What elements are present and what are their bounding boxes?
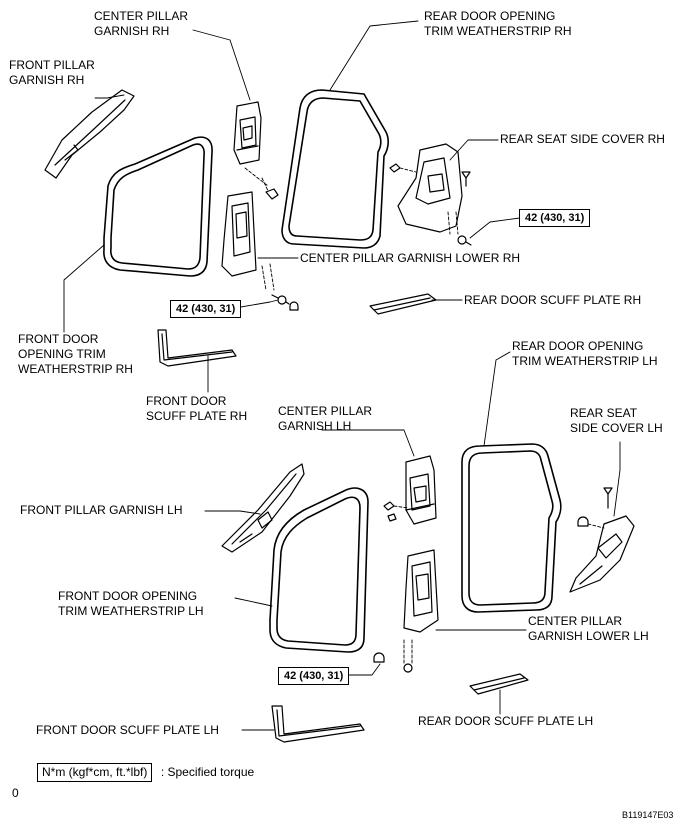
screw-icon [461,171,471,187]
label-front-door-weatherstrip-lh: FRONT DOOR OPENING TRIM WEATHERSTRIP LH [58,589,204,618]
label-front-pillar-garnish-lh: FRONT PILLAR GARNISH LH [20,503,183,517]
front-pillar-garnish-lh-part [221,463,305,553]
front-door-weatherstrip-lh-part [269,487,369,653]
label-rear-door-scuff-rh: REAR DOOR SCUFF PLATE RH [464,293,642,307]
center-pillar-garnish-lh-part [405,455,437,525]
label-rear-door-scuff-lh: REAR DOOR SCUFF PLATE LH [418,714,594,728]
label-front-pillar-garnish-rh: FRONT PILLAR GARNISH RH [9,58,95,87]
label-center-pillar-lower-lh: CENTER PILLAR GARNISH LOWER LH [528,614,649,643]
leader-center-pillar-garnish-lh [321,429,415,457]
bolt-icon [403,663,413,673]
leader-torque-rh-2 [469,217,521,239]
torque-box-lh-center-pillar: 42 (430, 31) [278,667,350,685]
leader-front-door-weatherstrip-lh [234,597,273,607]
leader-rear-seat-side-cover-rh [449,139,499,161]
torque-box-rh-center-pillar: 42 (430, 31) [170,300,242,318]
legend: N*m (kgf*cm, ft.*lbf) : Specified torque [37,763,254,782]
label-rear-door-weatherstrip-lh: REAR DOOR OPENING TRIM WEATHERSTRIP LH [512,339,658,368]
clip-icon [387,513,397,522]
leader-torque-rh-1 [234,299,279,309]
leader-torque-lh [341,663,381,676]
bolt-icon [457,235,472,246]
clip-icon [373,652,385,663]
label-center-pillar-garnish-rh: CENTER PILLAR GARNISH RH [94,9,189,38]
leader-rear-door-weatherstrip-lh [483,351,511,447]
dash-side-cover-rh [447,211,459,235]
front-pillar-garnish-rh-part [44,89,135,179]
label-rear-seat-side-cover-lh: REAR SEAT SIDE COVER LH [570,406,663,435]
dash-lower-rh [261,263,275,291]
center-pillar-lower-rh-part [221,191,257,277]
legend-text: : Specified torque [160,765,255,779]
bottom-left-mark: 0 [12,786,19,800]
clip-icon [577,516,589,527]
front-door-scuff-lh-part [271,705,365,743]
screw-icon [603,487,613,509]
rear-door-scuff-rh-part [369,293,437,315]
rear-seat-side-cover-rh-part [397,143,463,233]
front-door-weatherstrip-rh-part [103,136,213,277]
bolt-icon [271,294,290,305]
torque-box-rh-rear-seat: 42 (430, 31) [519,209,591,227]
leader-front-pillar-garnish-lh [204,510,261,515]
dash-lower-lh [403,639,413,665]
clip-icon [265,188,279,200]
rear-door-weatherstrip-rh-part [281,89,389,249]
rear-door-weatherstrip-lh-part [461,443,562,613]
center-pillar-lower-lh-part [403,549,439,633]
front-door-scuff-rh-part [157,329,237,367]
rear-seat-side-cover-lh-part [569,515,635,593]
leader-rear-door-weatherstrip-rh [329,20,419,91]
label-front-door-weatherstrip-rh: FRONT DOOR OPENING TRIM WEATHERSTRIP RH [18,332,133,376]
center-pillar-garnish-rh-part [233,101,262,165]
clip-icon [289,301,299,311]
label-center-pillar-garnish-lh: CENTER PILLAR GARNISH LH [278,404,373,433]
figure-code: B119147E03 [622,810,674,820]
leader-center-pillar-garnish-rh [192,29,251,101]
clip-icon [389,163,401,173]
leader-rear-seat-side-cover-lh [613,441,621,517]
rear-door-scuff-lh-part [469,673,529,695]
label-front-door-scuff-rh: FRONT DOOR SCUFF PLATE RH [146,394,248,423]
label-rear-door-weatherstrip-rh: REAR DOOR OPENING TRIM WEATHERSTRIP RH [424,9,572,38]
label-center-pillar-lower-rh: CENTER PILLAR GARNISH LOWER RH [300,251,521,265]
label-front-door-scuff-lh: FRONT DOOR SCUFF PLATE LH [36,723,219,737]
leader-front-door-weatherstrip-rh [63,244,105,333]
label-rear-seat-side-cover-rh: REAR SEAT SIDE COVER RH [500,132,665,146]
legend-unit-box: N*m (kgf*cm, ft.*lbf) [37,763,153,782]
dash-center-pillar-rh [244,167,271,196]
leader-front-pillar-garnish-rh [94,94,125,99]
clip-icon [383,501,395,511]
